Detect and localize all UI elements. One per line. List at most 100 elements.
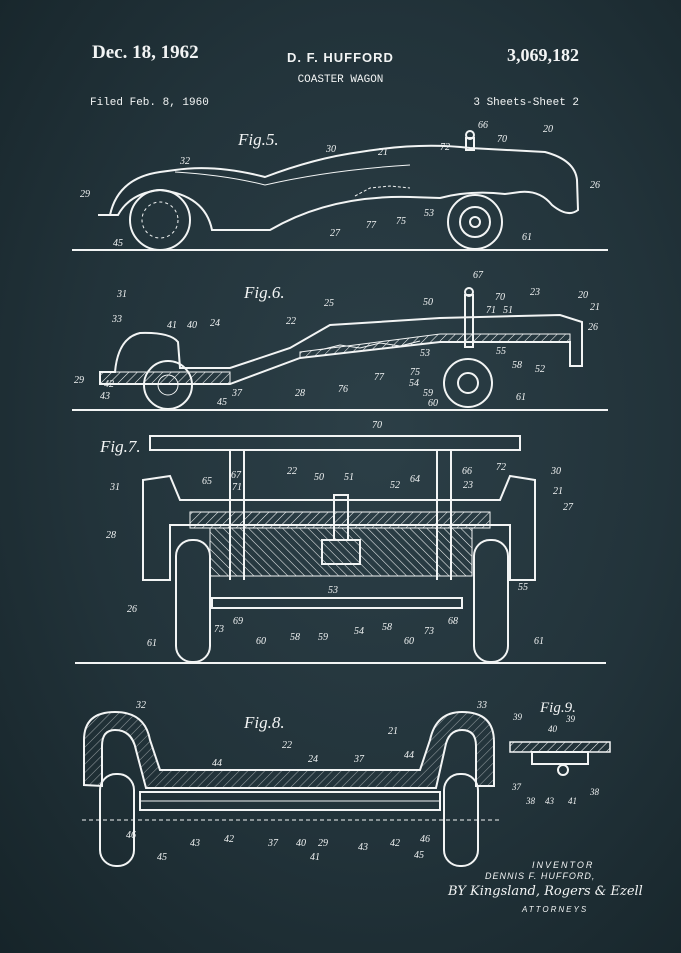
fig6-ref-26: 26	[588, 322, 598, 333]
fig9-ref-43: 43	[545, 796, 555, 806]
fig6-ref-60: 60	[428, 398, 438, 409]
fig7-ref-72: 72	[496, 462, 506, 473]
fig7-axle-plate	[211, 597, 463, 609]
inventor-full-name: DENNIS F. HUFFORD,	[485, 871, 596, 881]
fig9-section	[509, 741, 611, 753]
fig6-rear-wheel	[443, 358, 493, 408]
fig6-ref-54: 54	[409, 378, 419, 389]
fig7-ref-54: 54	[354, 626, 364, 637]
fig7-ref-60: 60	[256, 636, 266, 647]
fig7-left-wheel	[175, 539, 211, 663]
fig7-ref-65: 65	[202, 476, 212, 487]
fig8-ref-32: 32	[135, 700, 146, 711]
fig8-ref-45: 45	[414, 850, 424, 861]
fig7-ref-26: 26	[127, 604, 137, 615]
fig7-ref-59: 59	[318, 632, 328, 643]
fig8-ref-41: 41	[310, 852, 320, 863]
fig6-ref-75: 75	[410, 367, 420, 378]
attorney-signature: BY Kingsland, Rogers & Ezell	[448, 884, 643, 899]
fig7-ref-23: 23	[463, 480, 473, 491]
fig8-ref-46: 46	[420, 834, 430, 845]
fig5-ref-61: 61	[522, 232, 532, 243]
fig7-ref-68: 68	[448, 616, 458, 627]
fig6-ref-51: 51	[503, 305, 513, 316]
patent-date: Dec. 18, 1962	[92, 42, 199, 63]
fig7-ref-53: 53	[328, 585, 338, 596]
fig7-ref-73: 73	[424, 626, 434, 637]
fig6-ref-22: 22	[286, 316, 296, 327]
fig8-ref-43: 43	[358, 842, 368, 853]
fig6-ref-40: 40	[187, 320, 197, 331]
fig8-ref-37: 37	[353, 754, 365, 765]
fig5-ref-27: 27	[330, 228, 341, 239]
fig6-ref-61: 61	[516, 392, 526, 403]
fig6-ref-70: 70	[495, 292, 505, 303]
fig8-ref-22: 22	[282, 740, 292, 751]
fig7-ref-50: 50	[314, 472, 324, 483]
fig8-ref-43: 43	[190, 838, 200, 849]
fig6-ref-52: 52	[535, 364, 545, 375]
fig6-ref-71: 71	[486, 305, 496, 316]
fig7-ref-71: 71	[232, 482, 242, 493]
fig7-ref-55: 55	[518, 582, 528, 593]
fig9-ref-41: 41	[568, 796, 577, 806]
fig8-ref-37: 37	[267, 838, 279, 849]
fig8-ref-29: 29	[318, 838, 328, 849]
fig6-ref-41: 41	[167, 320, 177, 331]
fig7-ref-60: 60	[404, 636, 414, 647]
fig7-ref-28: 28	[106, 530, 116, 541]
fig9-ref-38: 38	[589, 787, 600, 797]
fig6-title: Fig.6.	[243, 283, 285, 302]
fig6-front-wheel	[143, 360, 193, 410]
fig5-title: Fig.5.	[237, 130, 279, 149]
fig8-ref-44: 44	[212, 758, 222, 769]
sheet-count: 3 Sheets-Sheet 2	[473, 97, 579, 109]
fig7-handle-bar	[149, 435, 521, 451]
fig5-ref-30: 30	[325, 144, 336, 155]
fig5-ref-21: 21	[378, 147, 388, 158]
fig8-right-wheel	[443, 773, 479, 867]
fig6-ref-21: 21	[590, 302, 600, 313]
fig9-ref-37: 37	[511, 782, 522, 792]
fig7-ref-69: 69	[233, 616, 243, 627]
fig7-ref-70: 70	[372, 420, 382, 431]
fig7-spring-block	[209, 527, 473, 577]
fig5-ref-66: 66	[478, 120, 488, 131]
fig5-spring	[354, 185, 411, 197]
fig6-ref-59: 59	[423, 388, 433, 399]
fig5-ref-77: 77	[366, 220, 377, 231]
fig7-right-wheel	[473, 539, 509, 663]
fig7-ref-58: 58	[382, 622, 392, 633]
fig9-ref-38: 38	[525, 796, 536, 806]
fig5-ref-75: 75	[396, 216, 406, 227]
fig7-title: Fig.7.	[99, 437, 141, 456]
fig7-ref-21: 21	[553, 486, 563, 497]
fig7-ref-61: 61	[534, 636, 544, 647]
fig8-ref-21: 21	[388, 726, 398, 737]
fig7-ref-67: 67	[231, 470, 242, 481]
fig6-ref-77: 77	[374, 372, 385, 383]
fig7-ref-31: 31	[109, 482, 120, 493]
fig8-ref-42: 42	[390, 838, 400, 849]
fig7-ref-30: 30	[550, 466, 561, 477]
inventor-label: INVENTOR	[532, 860, 595, 870]
fig7-ref-58: 58	[290, 632, 300, 643]
fig9-title: Fig.9.	[539, 700, 576, 716]
fig5-ref-20: 20	[543, 124, 553, 135]
fig8-ref-46: 46	[126, 830, 136, 841]
patent-number: 3,069,182	[507, 45, 579, 65]
fig5-ref-72: 72	[440, 142, 450, 153]
fig7-body-frame	[142, 474, 536, 581]
invention-title: COASTER WAGON	[297, 74, 384, 86]
fig8-ref-40: 40	[296, 838, 306, 849]
